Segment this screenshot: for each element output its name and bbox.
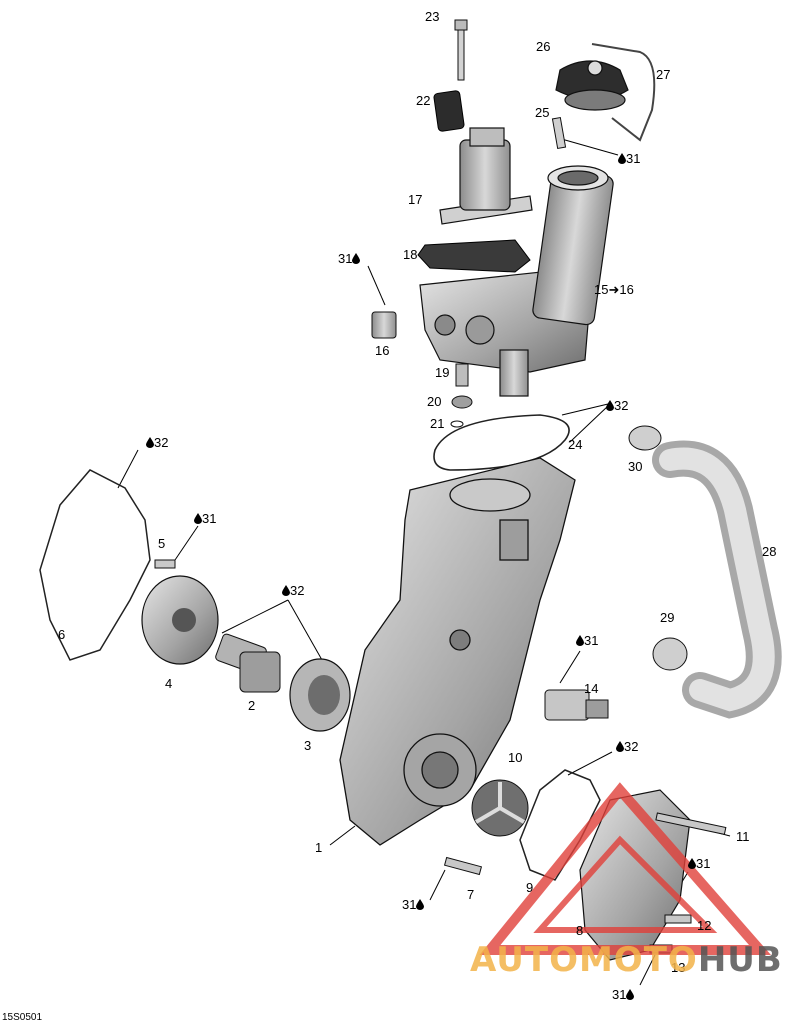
callout-1: 1	[315, 840, 323, 855]
callout-2: 2	[248, 698, 256, 713]
radiator-cap	[555, 60, 629, 111]
oil-drop-icon	[352, 253, 361, 264]
callout-29: 29	[660, 610, 675, 625]
callout-20: 20	[427, 394, 442, 409]
oil-drop-icon	[688, 858, 696, 869]
water-pump-housing	[339, 457, 576, 846]
callout-31-16: 31	[338, 252, 361, 266]
oil-drop-icon	[626, 989, 635, 1000]
leader-lines	[117, 137, 731, 986]
callout-8: 8	[576, 923, 584, 938]
drive-gear-2	[215, 633, 281, 693]
screw-11	[655, 812, 727, 835]
callout-13: 13	[671, 960, 686, 975]
clamp-30	[628, 425, 662, 451]
check-valve-10	[471, 779, 529, 837]
callout-15-16: 15➜16	[594, 282, 634, 297]
oil-drop-icon	[194, 513, 202, 524]
oil-drop-icon	[416, 899, 425, 910]
oil-drop-icon	[616, 741, 624, 752]
thermostat-gasket	[417, 239, 531, 273]
callout-25: 25	[535, 105, 550, 120]
callout-31-12: 31	[688, 857, 710, 871]
callout-21: 21	[430, 416, 445, 431]
oil-drop-icon	[576, 635, 584, 646]
callout-32-mid: 32	[282, 584, 304, 598]
screw-7	[443, 856, 483, 876]
watermark-logo	[479, 782, 772, 955]
oil-drop-icon	[282, 585, 290, 596]
callout-31-cap: 31	[618, 152, 640, 166]
watermark-text: AUTOMOTOHUB	[470, 940, 783, 980]
callout-30: 30	[628, 459, 643, 474]
callout-32-top: 32	[606, 399, 628, 413]
washer-20	[451, 395, 473, 409]
sleeve-16	[371, 311, 397, 339]
oil-drop-icon	[606, 400, 614, 411]
callout-5: 5	[158, 536, 166, 551]
oil-drop-icon	[146, 437, 154, 448]
callout-32-left: 32	[146, 436, 168, 450]
bushing-22	[433, 90, 465, 132]
screw-12	[664, 914, 692, 924]
callout-6: 6	[58, 627, 66, 642]
spring-19	[455, 363, 469, 387]
callout-12: 12	[697, 918, 712, 933]
cover-gasket-9	[519, 769, 601, 881]
callout-31-5: 31	[194, 512, 216, 526]
callout-32-9: 32	[616, 740, 638, 754]
screw-5	[154, 559, 176, 569]
cover-gasket-6	[39, 469, 151, 661]
arrow-right-icon: ➜	[608, 282, 620, 297]
housing-gasket-24	[433, 414, 570, 471]
temperature-sensor	[544, 689, 609, 721]
callout-31-13: 31	[612, 988, 635, 1002]
callout-24: 24	[568, 437, 583, 452]
callout-27: 27	[656, 67, 671, 82]
callout-31-14: 31	[576, 634, 598, 648]
callout-26: 26	[536, 39, 551, 54]
callout-28: 28	[762, 544, 777, 559]
callout-9: 9	[526, 880, 534, 895]
thermostat	[439, 127, 533, 225]
cap-tether	[591, 43, 656, 142]
callout-4: 4	[165, 676, 173, 691]
callout-18: 18	[403, 247, 418, 262]
callout-11: 11	[736, 829, 750, 844]
callout-10: 10	[508, 750, 523, 765]
diagram-code: 15S0501	[2, 1012, 43, 1023]
o-ring-21	[450, 420, 464, 428]
callout-7: 7	[467, 887, 475, 902]
callout-22: 22	[416, 93, 431, 108]
callout-16: 16	[375, 343, 390, 358]
screw-23	[454, 19, 468, 81]
callout-3: 3	[304, 738, 312, 753]
callout-17: 17	[408, 192, 423, 207]
callout-31-7: 31	[402, 898, 425, 912]
screw-25	[551, 116, 567, 150]
oil-drop-icon	[618, 153, 626, 164]
callout-14: 14	[584, 681, 599, 696]
clamp-29	[652, 637, 688, 671]
thermostat-housing-cover	[419, 165, 614, 397]
callout-23: 23	[425, 9, 440, 24]
callout-19: 19	[435, 365, 450, 380]
